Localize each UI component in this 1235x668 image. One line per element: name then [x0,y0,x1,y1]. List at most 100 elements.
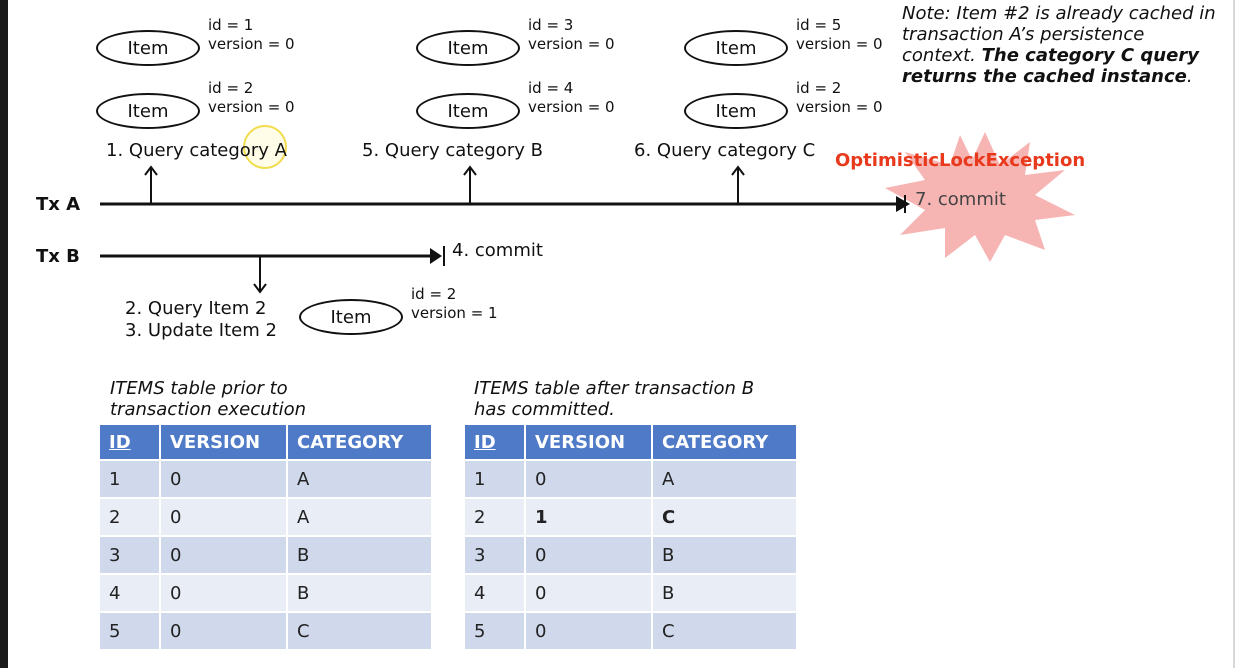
cell-category: B [288,575,431,611]
items-table-before: ID VERSION CATEGORY 1 0 A 2 0 A 3 0 B 4 … [98,423,433,651]
cell-id: 5 [465,613,524,649]
entity-id: id = 2 [411,285,457,303]
entity-attributes: id = 4 version = 0 [528,79,615,117]
entity-version: version = 0 [796,98,883,116]
entity-ellipse: Item [299,299,403,335]
cell-category: B [653,575,796,611]
cell-id: 2 [100,499,159,535]
cell-version: 0 [526,613,651,649]
entity-version: version = 0 [796,35,883,53]
cell-version: 0 [161,499,286,535]
entity-version: version = 1 [411,304,498,322]
entity-attributes: id = 3 version = 0 [528,16,615,54]
entity-id: id = 5 [796,16,842,34]
cell-id: 1 [465,461,524,497]
column-header-version: VERSION [526,425,651,459]
cell-category: B [653,537,796,573]
table-row: 4 0 B [465,575,796,611]
step-6-label: 6. Query category C [634,140,816,161]
caption-line-1: ITEMS table after transaction B [474,378,755,399]
step-4-label: 4. commit [452,240,543,261]
cell-category: A [653,461,796,497]
table-row: 2 1 C [465,499,796,535]
table-row: 5 0 C [100,613,431,649]
query-arrow-6 [731,165,745,204]
note-line-4-suffix: . [1186,66,1193,87]
table-header-row: ID VERSION CATEGORY [100,425,431,459]
query-arrow-5 [463,165,477,204]
entity-item-1: Item id = 1 version = 0 [96,16,416,70]
window-right-border [1233,0,1235,668]
table-row: 4 0 B [100,575,431,611]
cell-version: 0 [161,613,286,649]
note-line-3: context. The category C query [902,45,1232,66]
note-line-1: Note: Item #2 is already cached in [902,3,1216,24]
entity-item-2: Item id = 2 version = 0 [96,79,416,133]
table-row: 3 0 B [465,537,796,573]
step-5-label: 5. Query category B [362,140,543,161]
cell-category: C [653,613,796,649]
note-line-4-bold: returns the cached instance [902,66,1187,87]
entity-item-4: Item id = 4 version = 0 [416,79,736,133]
step-2-label: 2. Query Item 2 [125,298,267,319]
entity-ellipse: Item [416,93,520,129]
tx-b-label: Tx B [36,246,80,267]
table-header-row: ID VERSION CATEGORY [465,425,796,459]
window-left-border [0,0,8,668]
entity-attributes: id = 2 version = 0 [208,79,295,117]
entity-version: version = 0 [208,98,295,116]
entity-attributes: id = 2 version = 1 [411,285,498,323]
cell-id: 1 [100,461,159,497]
cell-id: 4 [465,575,524,611]
query-arrow-1 [144,165,158,204]
cursor-highlight [243,125,287,169]
table-row: 3 0 B [100,537,431,573]
caption-line-2: has committed. [474,399,615,420]
step-3-label: 3. Update Item 2 [125,320,277,341]
cell-category: C [653,499,796,535]
cell-category: C [288,613,431,649]
cell-id: 2 [465,499,524,535]
table-row: 5 0 C [465,613,796,649]
table-after-caption: ITEMS table after transaction B has comm… [474,378,754,420]
entity-attributes: id = 2 version = 0 [796,79,883,117]
caption-line-2: transaction execution [110,399,306,420]
exception-burst [885,132,1075,262]
cell-category: A [288,461,431,497]
entity-ellipse: Item [684,30,788,66]
table-row: 2 0 A [100,499,431,535]
entity-attributes: id = 1 version = 0 [208,16,295,54]
column-header-id: ID [100,425,159,459]
entity-ellipse: Item [416,30,520,66]
entity-version: version = 0 [528,98,615,116]
column-header-category: CATEGORY [288,425,431,459]
entity-id: id = 1 [208,16,254,34]
column-header-category: CATEGORY [653,425,796,459]
note-line-3-prefix: context. [902,45,982,66]
cell-id: 3 [100,537,159,573]
cell-version: 0 [526,575,651,611]
cell-version: 0 [526,537,651,573]
entity-ellipse: Item [684,93,788,129]
step-1-label: 1. Query category A [106,140,287,161]
cell-id: 5 [100,613,159,649]
caption-line-1: ITEMS table prior to [110,378,288,399]
items-table-after: ID VERSION CATEGORY 1 0 A 2 1 C 3 0 B 4 … [463,423,798,651]
query-arrow-2 [253,256,267,294]
cell-version: 1 [526,499,651,535]
cell-id: 4 [100,575,159,611]
column-header-version: VERSION [161,425,286,459]
entity-item-5: Item id = 5 version = 0 [684,16,1004,70]
column-header-id: ID [465,425,524,459]
cell-version: 0 [526,461,651,497]
entity-id: id = 2 [208,79,254,97]
entity-ellipse: Item [96,93,200,129]
entity-id: id = 3 [528,16,574,34]
table-row: 1 0 A [465,461,796,497]
entity-id: id = 2 [796,79,842,97]
exception-label: OptimisticLockException [835,150,1086,171]
entity-id: id = 4 [528,79,574,97]
note-line-3-bold: The category C query [981,45,1199,66]
cell-category: A [288,499,431,535]
